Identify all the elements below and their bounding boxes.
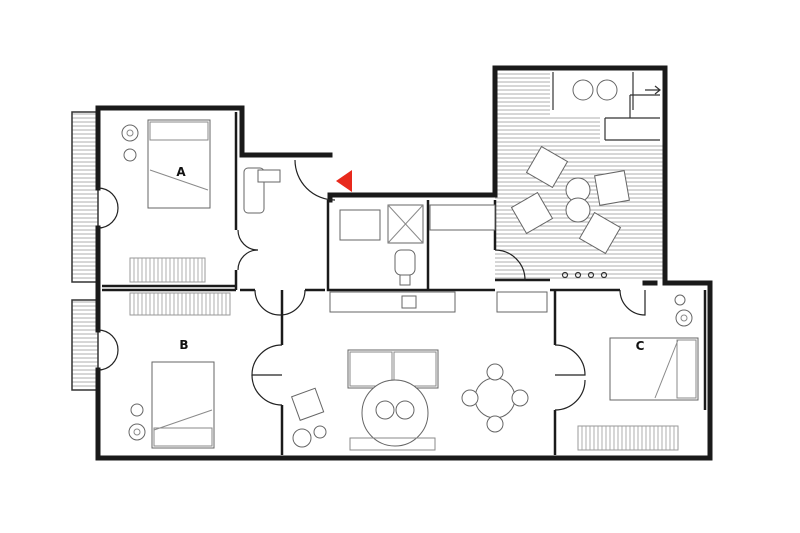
terrace-steps xyxy=(604,85,661,141)
kitchen xyxy=(329,204,548,313)
terrace-planters xyxy=(552,72,634,110)
room-c-label: C xyxy=(636,339,645,353)
hallway xyxy=(237,159,336,271)
doors xyxy=(97,187,646,411)
dining-area xyxy=(461,363,529,433)
left-balcony xyxy=(71,111,99,391)
terrace-table-set xyxy=(510,145,630,255)
room-b: B xyxy=(128,292,231,449)
entrance-arrow-icon xyxy=(336,170,352,192)
room-a-label: A xyxy=(176,165,186,179)
outer-walls xyxy=(95,65,713,461)
room-a: A xyxy=(121,119,211,283)
terrace-dots xyxy=(561,271,608,279)
room-c: C xyxy=(577,294,699,451)
bathroom xyxy=(339,204,424,286)
room-b-label: B xyxy=(179,338,188,352)
terrace xyxy=(495,68,665,280)
living-room xyxy=(290,349,439,451)
